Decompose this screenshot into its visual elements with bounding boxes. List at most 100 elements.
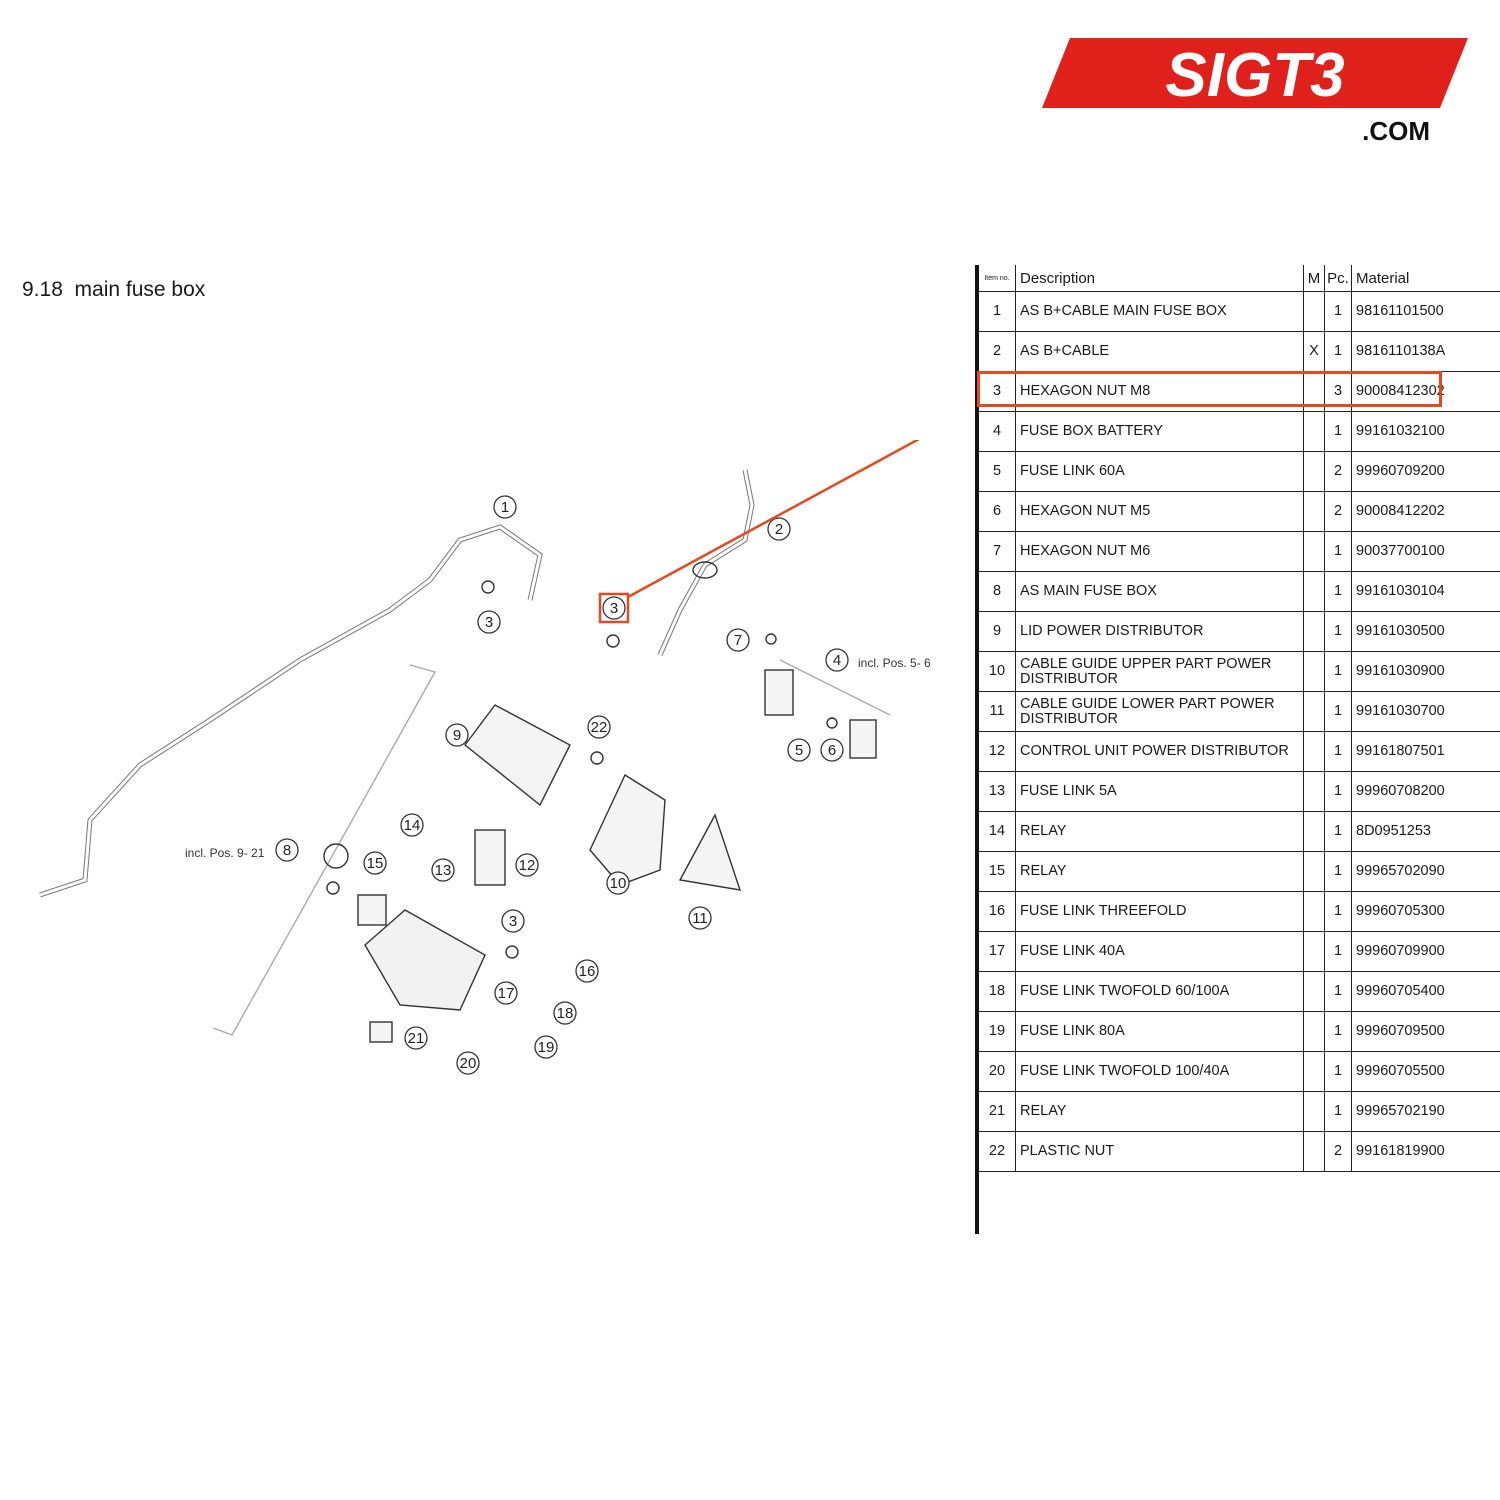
group-bracket-8 <box>212 664 437 1036</box>
callout-13: 13 <box>431 858 455 882</box>
cell-pc: 2 <box>1324 1131 1352 1172</box>
cell-material: 8D0951253 <box>1351 811 1500 852</box>
svg-text:12: 12 <box>519 857 536 874</box>
cell-item-no: 22 <box>975 1131 1016 1172</box>
cell-item-no: 17 <box>975 931 1016 972</box>
cell-m <box>1303 291 1325 332</box>
lid-power-distributor-part <box>464 704 571 807</box>
cell-pc: 1 <box>1324 691 1352 732</box>
cell-pc: 1 <box>1324 1051 1352 1092</box>
cable-guide-lower-part <box>678 813 742 891</box>
cell-material: 99161819900 <box>1351 1131 1500 1172</box>
callout-22: 22 <box>587 715 611 739</box>
exploded-parts-diagram: 1 2 3 3 3 4 5 6 7 8 9 10 11 12 13 14 15 … <box>39 440 931 1075</box>
cell-item-no: 15 <box>975 851 1016 892</box>
note-group-4: incl. Pos. 5- 6 <box>858 656 931 670</box>
cell-item-no: 1 <box>975 291 1016 332</box>
cell-item-no: 4 <box>975 411 1016 452</box>
cell-material: 9816110138A <box>1351 331 1500 372</box>
cell-description: FUSE LINK TWOFOLD 100/40A <box>1015 1051 1304 1092</box>
callout-17: 17 <box>494 981 518 1005</box>
cell-material: 99960705400 <box>1351 971 1500 1012</box>
svg-text:22: 22 <box>591 719 608 736</box>
svg-text:3: 3 <box>610 600 618 617</box>
cell-pc: 1 <box>1324 971 1352 1012</box>
fuse-box-battery-part <box>764 669 794 716</box>
cell-m <box>1303 731 1325 772</box>
cell-m <box>1303 651 1325 692</box>
header-m: M <box>1303 265 1325 292</box>
cell-item-no: 8 <box>975 571 1016 612</box>
cell-m <box>1303 1091 1325 1132</box>
header-pc: Pc. <box>1324 265 1352 292</box>
parts-table-header: Item no. Description M Pc. Material <box>975 265 1500 292</box>
control-unit-part <box>474 829 506 886</box>
highlight-connector-line <box>627 440 920 599</box>
cell-pc: 1 <box>1324 611 1352 652</box>
callout-12: 12 <box>515 853 539 877</box>
callout-15: 15 <box>363 851 387 875</box>
nut-part <box>606 634 620 648</box>
cell-description: RELAY <box>1015 851 1304 892</box>
callout-7: 7 <box>726 628 750 652</box>
cell-pc: 1 <box>1324 771 1352 812</box>
svg-text:6: 6 <box>828 742 836 759</box>
cell-m <box>1303 491 1325 532</box>
group-bracket-4 <box>779 659 891 716</box>
cell-pc: 1 <box>1324 331 1352 372</box>
svg-text:5: 5 <box>795 742 803 759</box>
cell-material: 99965702090 <box>1351 851 1500 892</box>
callout-9: 9 <box>445 723 469 747</box>
cell-material: 99161030700 <box>1351 691 1500 732</box>
callout-20: 20 <box>456 1051 480 1075</box>
cell-material: 99161030104 <box>1351 571 1500 612</box>
svg-text:9: 9 <box>453 727 461 744</box>
cell-pc: 1 <box>1324 651 1352 692</box>
svg-text:7: 7 <box>734 632 742 649</box>
cell-material: 90008412302 <box>1351 371 1500 412</box>
cell-item-no: 11 <box>975 691 1016 732</box>
cell-item-no: 10 <box>975 651 1016 692</box>
svg-text:13: 13 <box>435 862 452 879</box>
relay-part-21 <box>369 1021 393 1043</box>
cell-item-no: 21 <box>975 1091 1016 1132</box>
cell-description: FUSE LINK 40A <box>1015 931 1304 972</box>
cell-item-no: 5 <box>975 451 1016 492</box>
cell-material: 99960709500 <box>1351 1011 1500 1052</box>
cell-pc: 1 <box>1324 291 1352 332</box>
cell-pc: 1 <box>1324 531 1352 572</box>
callout-3: 3 <box>501 909 525 933</box>
table-left-rule <box>975 1170 979 1234</box>
callout-21: 21 <box>404 1026 428 1050</box>
nut-part <box>826 717 838 729</box>
callout-18: 18 <box>553 1001 577 1025</box>
cell-item-no: 7 <box>975 531 1016 572</box>
cell-m <box>1303 411 1325 452</box>
cell-description: RELAY <box>1015 1091 1304 1132</box>
cell-pc: 1 <box>1324 931 1352 972</box>
cell-pc: 1 <box>1324 731 1352 772</box>
logo-domain-text: .COM <box>1362 116 1430 146</box>
callout-11: 11 <box>688 906 712 930</box>
header-description: Description <box>1015 265 1304 292</box>
cell-description: LID POWER DISTRIBUTOR <box>1015 611 1304 652</box>
callout-1: 1 <box>493 495 517 519</box>
svg-text:14: 14 <box>404 817 421 834</box>
callout-10: 10 <box>606 871 630 895</box>
cell-description: CABLE GUIDE LOWER PART POWER DISTRIBUTOR <box>1015 691 1304 732</box>
cell-m <box>1303 451 1325 492</box>
cell-m <box>1303 1051 1325 1092</box>
cell-pc: 1 <box>1324 1011 1352 1052</box>
svg-text:19: 19 <box>538 1039 555 1056</box>
cell-description: CONTROL UNIT POWER DISTRIBUTOR <box>1015 731 1304 772</box>
cell-item-no: 14 <box>975 811 1016 852</box>
